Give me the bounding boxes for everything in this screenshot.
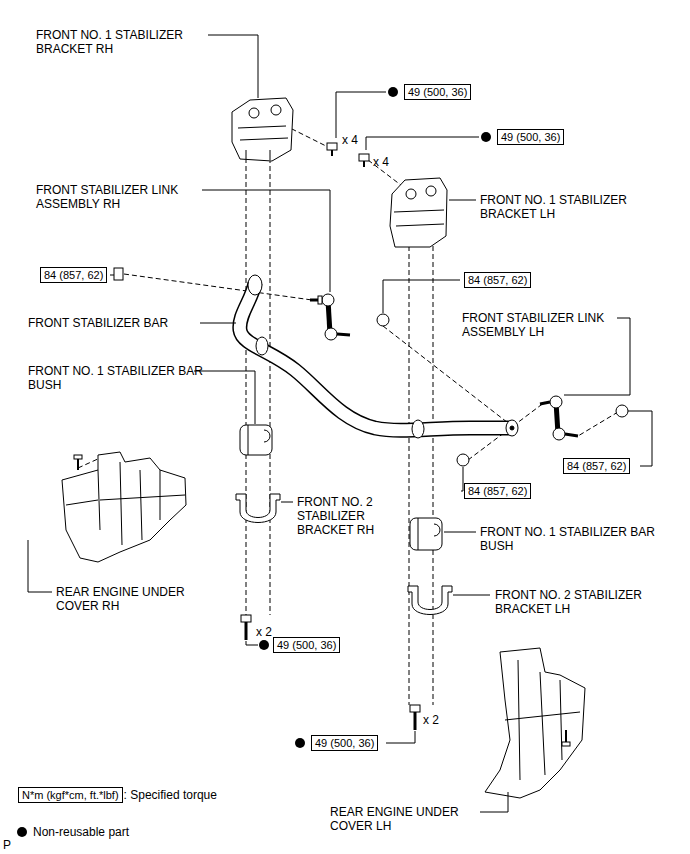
torque-value: N*m (kgf*cm, ft.*lbf) — [22, 789, 119, 801]
legend-text: : Specified torque — [124, 788, 217, 802]
link-lh — [540, 396, 578, 440]
no2-brackets — [236, 494, 452, 615]
bracket-rh — [232, 98, 293, 161]
quantity-label: x 2 — [256, 625, 272, 639]
torque-value: 49 (500, 36) — [408, 86, 467, 98]
quantity-label: x 4 — [342, 133, 358, 147]
part-label: FRONT NO. 1 STABILIZER BRACKET RH — [36, 28, 216, 56]
torque-value: 84 (857, 62) — [468, 274, 527, 286]
link-rh — [310, 294, 350, 340]
torque-value: 84 (857, 62) — [44, 269, 103, 281]
part-label: FRONT NO. 1 STABILIZER BRACKET LH — [480, 193, 675, 221]
torque-box: 84 (857, 62) — [464, 272, 531, 288]
quantity-label: x 4 — [373, 155, 389, 169]
torque-box: 49 (500, 36) — [273, 637, 340, 653]
unit-box: N*m (kgf*cm, ft.*lbf) — [18, 787, 123, 803]
leader-lines — [28, 35, 652, 812]
part-label: FRONT NO. 1 STABILIZER BAR BUSH — [480, 525, 670, 553]
torque-box: 84 (857, 62) — [464, 483, 531, 499]
torque-box: 49 (500, 36) — [311, 735, 378, 751]
part-label: FRONT STABILIZER BAR — [28, 316, 168, 330]
torque-value: 84 (857, 62) — [468, 485, 527, 497]
torque-value: 84 (857, 62) — [567, 460, 626, 472]
torque-box: 84 (857, 62) — [563, 458, 630, 474]
part-label: REAR ENGINE UNDER COVER LH — [330, 805, 480, 833]
torque-box: 49 (500, 36) — [497, 129, 564, 145]
under-cover-lh — [485, 648, 585, 798]
part-label: FRONT STABILIZER LINK ASSEMBLY LH — [462, 311, 652, 339]
under-cover-rh — [62, 452, 186, 562]
torque-value: 49 (500, 36) — [501, 131, 560, 143]
torque-box: 49 (500, 36) — [404, 84, 471, 100]
torque-value: 49 (500, 36) — [315, 737, 374, 749]
figure-code: P — [3, 838, 11, 852]
legend-text: Non-reusable part — [33, 825, 129, 839]
quantity-label: x 2 — [423, 713, 439, 727]
torque-value: 49 (500, 36) — [277, 639, 336, 651]
non-reusable-mark — [17, 827, 27, 837]
stabilizer-bar — [240, 275, 518, 438]
part-label: FRONT NO. 1 STABILIZER BAR BUSH — [28, 364, 213, 392]
bushes — [240, 425, 442, 550]
torque-box: 84 (857, 62) — [40, 267, 107, 283]
part-label: REAR ENGINE UNDER COVER RH — [56, 585, 211, 613]
non-reusable-dots — [259, 87, 491, 748]
part-label: FRONT NO. 2 STABILIZER BRACKET LH — [495, 588, 685, 616]
part-label: FRONT STABILIZER LINK ASSEMBLY RH — [36, 183, 221, 211]
part-label: FRONT NO. 2 STABILIZER BRACKET RH — [297, 495, 409, 537]
bracket-lh — [390, 178, 447, 247]
bolts-bottom — [241, 615, 420, 730]
